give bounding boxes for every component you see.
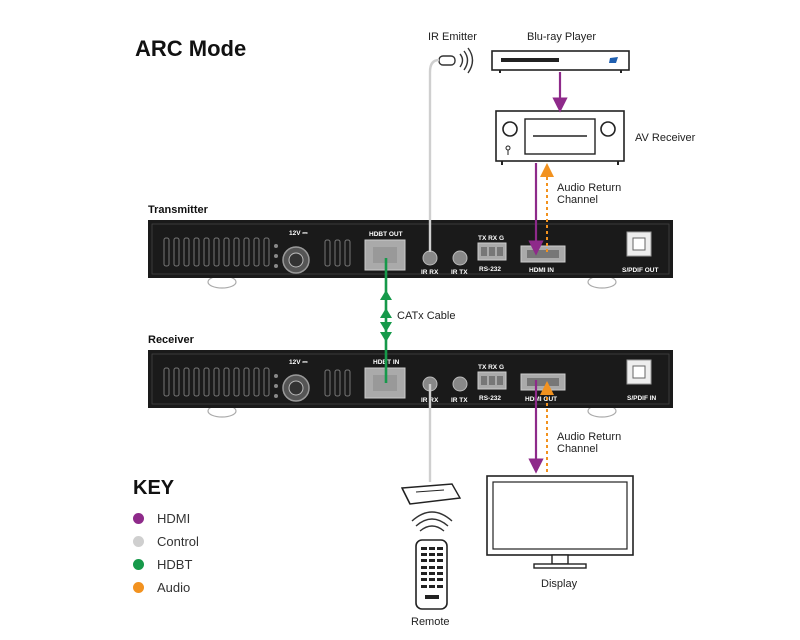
tx-ir-tx-label: IR TX bbox=[451, 269, 468, 276]
rx-power-label: 12V ⎓ bbox=[289, 359, 308, 366]
receiver-unit bbox=[148, 350, 673, 418]
transmitter-label: Transmitter bbox=[148, 204, 208, 216]
hdbt-arrow-up bbox=[380, 290, 392, 300]
arc-bottom-label-line1: Audio Return bbox=[557, 431, 622, 443]
rx-rs232-label: RS-232 bbox=[479, 395, 501, 402]
key-dot-hdmi bbox=[133, 513, 144, 524]
arc-bottom-label-line2: Channel bbox=[557, 443, 598, 455]
key-dot-audio bbox=[133, 582, 144, 593]
rx-spdif-in-label: S/PDIF IN bbox=[627, 395, 657, 402]
tx-spdif-out-label: S/PDIF OUT bbox=[622, 267, 659, 274]
av-receiver-icon bbox=[495, 110, 625, 165]
tx-hdmi-in-label: HDMI IN bbox=[529, 267, 554, 274]
transmitter-unit bbox=[148, 220, 673, 289]
remote-label: Remote bbox=[411, 616, 450, 628]
av-receiver-label: AV Receiver bbox=[635, 132, 696, 144]
key-legend: HDMI Control HDBT Audio bbox=[133, 507, 199, 599]
tx-rs232-pins-label: TX RX G bbox=[478, 235, 504, 242]
arc-top-label-line1: Audio Return bbox=[557, 182, 622, 194]
key-item-hdmi: HDMI bbox=[133, 507, 199, 530]
key-dot-control bbox=[133, 536, 144, 547]
key-label-control: Control bbox=[157, 534, 199, 549]
bluray-player-label: Blu-ray Player bbox=[527, 31, 597, 43]
tx-hdbt-out-label: HDBT OUT bbox=[369, 231, 403, 238]
ir-receiver-eye-icon bbox=[400, 483, 462, 505]
receiver-label: Receiver bbox=[148, 334, 194, 346]
ir-emitter-cable bbox=[428, 58, 440, 252]
key-dot-hdbt bbox=[133, 559, 144, 570]
key-item-control: Control bbox=[133, 530, 199, 553]
key-item-audio: Audio bbox=[133, 576, 199, 599]
key-label-audio: Audio bbox=[157, 580, 191, 595]
catx-cable-label: CATx Cable bbox=[397, 310, 456, 322]
display-label: Display bbox=[541, 578, 578, 590]
rx-ir-tx-label: IR TX bbox=[451, 397, 468, 404]
bluray-player-icon bbox=[491, 50, 630, 73]
tx-ir-rx-label: IR RX bbox=[421, 269, 439, 276]
key-title: KEY bbox=[133, 477, 175, 499]
display-icon bbox=[486, 475, 634, 569]
rx-hdmi-out-label: HDMI OUT bbox=[525, 396, 557, 403]
hdbt-arrow-down bbox=[380, 332, 392, 342]
control-cables bbox=[428, 58, 440, 482]
ir-emitter-icon bbox=[438, 47, 474, 74]
hdbt-arrow-mid-up bbox=[380, 308, 392, 318]
remote-icon bbox=[411, 511, 453, 610]
rx-rs232-pins-label: TX RX G bbox=[478, 364, 504, 371]
arc-top-label-line2: Channel bbox=[557, 194, 598, 206]
hdbt-arrow-mid-down bbox=[380, 322, 392, 332]
key-label-hdmi: HDMI bbox=[157, 511, 191, 526]
key-label-hdbt: HDBT bbox=[157, 557, 193, 572]
tx-power-label: 12V ⎓ bbox=[289, 230, 308, 237]
page-title: ARC Mode bbox=[135, 36, 247, 61]
tx-rs232-label: RS-232 bbox=[479, 266, 501, 273]
key-item-hdbt: HDBT bbox=[133, 553, 199, 576]
ir-emitter-label: IR Emitter bbox=[428, 31, 477, 43]
